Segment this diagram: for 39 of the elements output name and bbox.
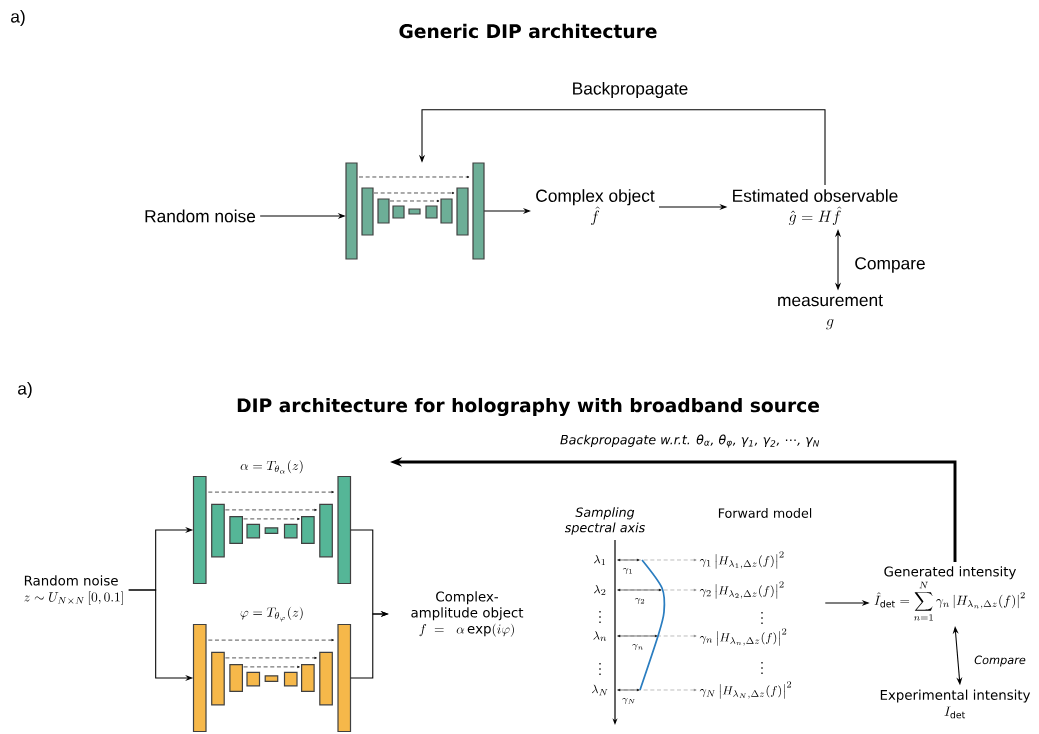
title: Generic DIP architecture bbox=[399, 23, 657, 39]
wavelength-label: $\lambda_2$ bbox=[594, 584, 606, 596]
formula-label: $\vdots$ bbox=[761, 611, 763, 625]
unet-drawing bbox=[192, 459, 352, 585]
edge-label: Compare bbox=[855, 257, 925, 273]
axis-heading: Sampling spectral axis bbox=[564, 507, 645, 535]
wavelength-label: $\lambda_N$ bbox=[592, 684, 608, 696]
wavelength-label: $\lambda_n$ bbox=[593, 631, 607, 641]
formula-label: $\gamma_2 \left| H_{\lambda_2,\Delta z}(f) \right|^2$ bbox=[699, 581, 784, 599]
formula-label: $\vdots$ bbox=[761, 661, 763, 675]
intensity-label: Experimental intensity $I_{\mathrm{det}}$ bbox=[880, 689, 1031, 719]
weight-label: $\gamma_1$ bbox=[622, 568, 632, 575]
model-heading: Forward model bbox=[718, 508, 812, 518]
wavelength-label: $\lambda_1$ bbox=[594, 554, 605, 566]
edge-label: Compare bbox=[974, 655, 1026, 667]
weight-label: $\gamma_n$ bbox=[632, 644, 643, 651]
panel-label: a) bbox=[18, 381, 32, 399]
formula-label: $\alpha = T_{\theta_\alpha}(z)$ bbox=[240, 459, 303, 474]
input-label: Random noise $z \sim U_{N\times N}\left[0, 0.1\right]$ bbox=[24, 575, 123, 605]
panel-label: a) bbox=[11, 9, 25, 27]
unet-drawing bbox=[192, 606, 352, 733]
input-label: Random noise bbox=[145, 209, 256, 223]
wavelength-label: $\vdots$ bbox=[599, 610, 601, 624]
formula-label: $\gamma_1 \left| H_{\lambda_1,\Delta z}(f) \right|^2$ bbox=[699, 551, 784, 569]
output-label: Complex object $\hat{f}$ bbox=[536, 189, 655, 225]
observable-label: Estimated observable $\hat{g} = H\hat{f}$ bbox=[733, 189, 898, 225]
output-label: Complex-amplitude object $f = \ \alpha \exp(i\varphi)$ bbox=[411, 591, 524, 637]
measurement-label: measurement $g$ bbox=[778, 294, 883, 330]
weight-label: $\gamma_N$ bbox=[622, 698, 635, 705]
title: DIP architecture for holography with broadband source bbox=[237, 397, 820, 417]
edge-label: Backpropagate bbox=[573, 81, 688, 99]
formula-label: $\gamma_N \left| H_{\lambda_N,\Delta z}(f) \right|^2$ bbox=[699, 681, 792, 699]
edge-label: Backpropagate w.r.t. θ$_{α}$, θ$_{φ}$, γ$_{1}$, γ$_{2}$, ⋯, γ$_{N}$ bbox=[560, 434, 820, 448]
formula-label: $\gamma_n \left| H_{\lambda_n,\Delta z}(f) \right|^2$ bbox=[699, 628, 787, 646]
weight-label: $\gamma_2$ bbox=[634, 598, 645, 605]
formula-label: $\varphi = T_{\theta_\varphi}(z)$ bbox=[240, 606, 303, 622]
unet-drawing bbox=[345, 162, 485, 260]
wavelength-label: $\vdots$ bbox=[599, 662, 601, 676]
intensity-label: Generated intensity $\hat{I}_{\mathrm{det}} = \sum_{n=1}^{N} \gamma_n \left| H_{\lambda_n,\Delta z}(f) \right|^2$ bbox=[874, 566, 1025, 621]
